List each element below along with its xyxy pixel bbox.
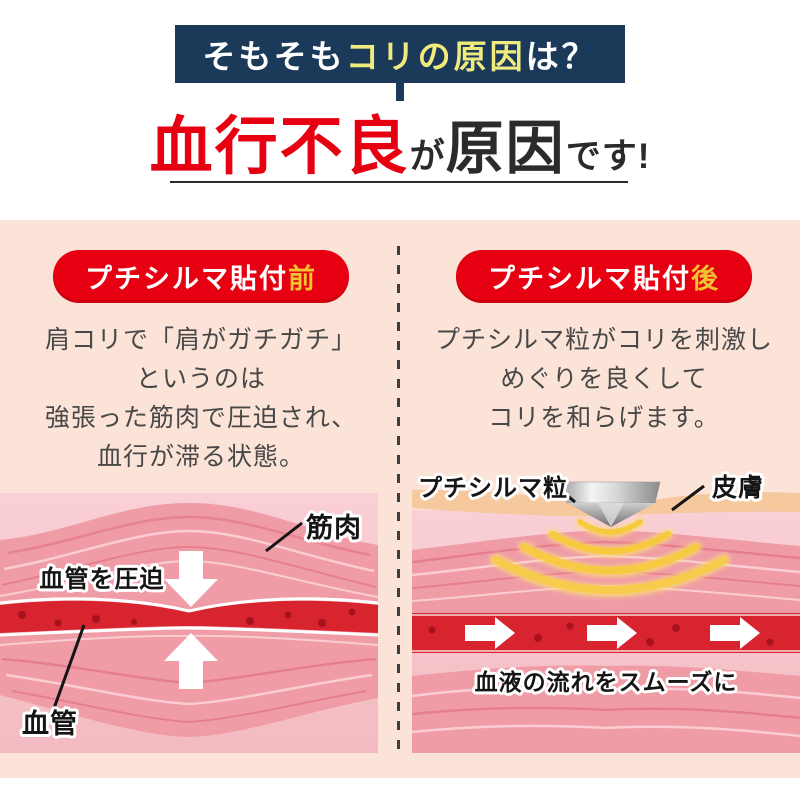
- headline-noun: 原因: [445, 116, 566, 181]
- compression-label: 血管を圧迫: [40, 565, 165, 593]
- after-badge: プチシルマ貼付後: [456, 250, 752, 303]
- after-blood-cells: [428, 622, 774, 646]
- banner-text-prefix: そもそも: [202, 38, 346, 75]
- grain-leader-line: [555, 484, 576, 504]
- headline-particle: が: [409, 137, 446, 176]
- question-banner: そもそもコリの原因は？: [175, 25, 625, 83]
- grain-label: プチシルマ粒: [418, 474, 568, 502]
- before-line: 強張った筋肉で圧迫され、: [44, 404, 358, 432]
- page-title: 血行不良が原因です!: [0, 96, 800, 187]
- before-badge-accent: 前: [288, 264, 317, 294]
- flow-arrow-icons: [465, 617, 760, 649]
- banner-pointer: [396, 83, 404, 101]
- after-illustration: プチシルマ粒 皮膚 血液の流れをスムーズに: [412, 471, 800, 753]
- headline-underline: [170, 181, 628, 183]
- before-description: 肩コリで「肩がガチガチ」 というのは 強張った筋肉で圧迫され、 血行が滞る状態。: [8, 321, 394, 477]
- down-arrow-icon: [164, 551, 218, 607]
- before-column: プチシルマ貼付前 肩コリで「肩がガチガチ」 というのは 強張った筋肉で圧迫され、…: [8, 250, 394, 477]
- after-line: プチシルマ粒がコリを刺激し: [434, 326, 773, 354]
- after-lower-muscle-striations: [412, 686, 800, 738]
- after-badge-main: プチシルマ貼付: [488, 264, 691, 294]
- vessel-edges: [412, 614, 800, 652]
- grain-device: [561, 481, 661, 527]
- vessel-leader-line: [51, 624, 86, 712]
- comparison-section: プチシルマ貼付前 肩コリで「肩がガチガチ」 というのは 強張った筋肉で圧迫され、…: [0, 220, 800, 778]
- after-line: めぐりを良くして: [500, 365, 708, 393]
- banner-text-suffix: は？: [525, 38, 598, 75]
- skin-leader-line: [671, 484, 705, 512]
- after-description: プチシルマ粒がコリを刺激し めぐりを良くして コリを和らげます。: [414, 321, 794, 438]
- vessel-label: 血管: [22, 709, 78, 739]
- muscle-leader-line: [265, 521, 303, 553]
- muscle-label: 筋肉: [306, 512, 362, 543]
- before-line: 血行が滞る状態。: [96, 443, 305, 471]
- stimulation-waves: [490, 517, 730, 597]
- after-line: コリを和らげます。: [488, 404, 720, 432]
- before-line: 肩コリで「肩がガチガチ」: [44, 326, 357, 354]
- after-badge-accent: 後: [691, 264, 720, 294]
- vessel-outline: [0, 597, 378, 637]
- flow-caption: 血液の流れをスムーズに: [475, 669, 738, 695]
- skin-layer: [412, 489, 800, 517]
- compressed-vessel: [0, 600, 378, 633]
- after-column: プチシルマ貼付後 プチシルマ粒がコリを刺激し めぐりを良くして コリを和らげます…: [414, 250, 794, 438]
- headline-suffix: です!: [565, 137, 651, 176]
- blood-cells: [18, 608, 356, 627]
- banner-text-highlight: コリの原因: [345, 38, 526, 75]
- dashed-divider: [397, 246, 400, 752]
- before-badge-main: プチシルマ貼付: [85, 264, 288, 294]
- before-line: というのは: [135, 365, 266, 393]
- before-badge: プチシルマ貼付前: [53, 250, 349, 303]
- up-arrow-icon: [164, 633, 218, 689]
- before-illustration: 筋肉 血管を圧迫 血管: [0, 493, 378, 753]
- skin-label: 皮膚: [712, 474, 764, 502]
- headline-emphasis: 血行不良: [149, 112, 410, 182]
